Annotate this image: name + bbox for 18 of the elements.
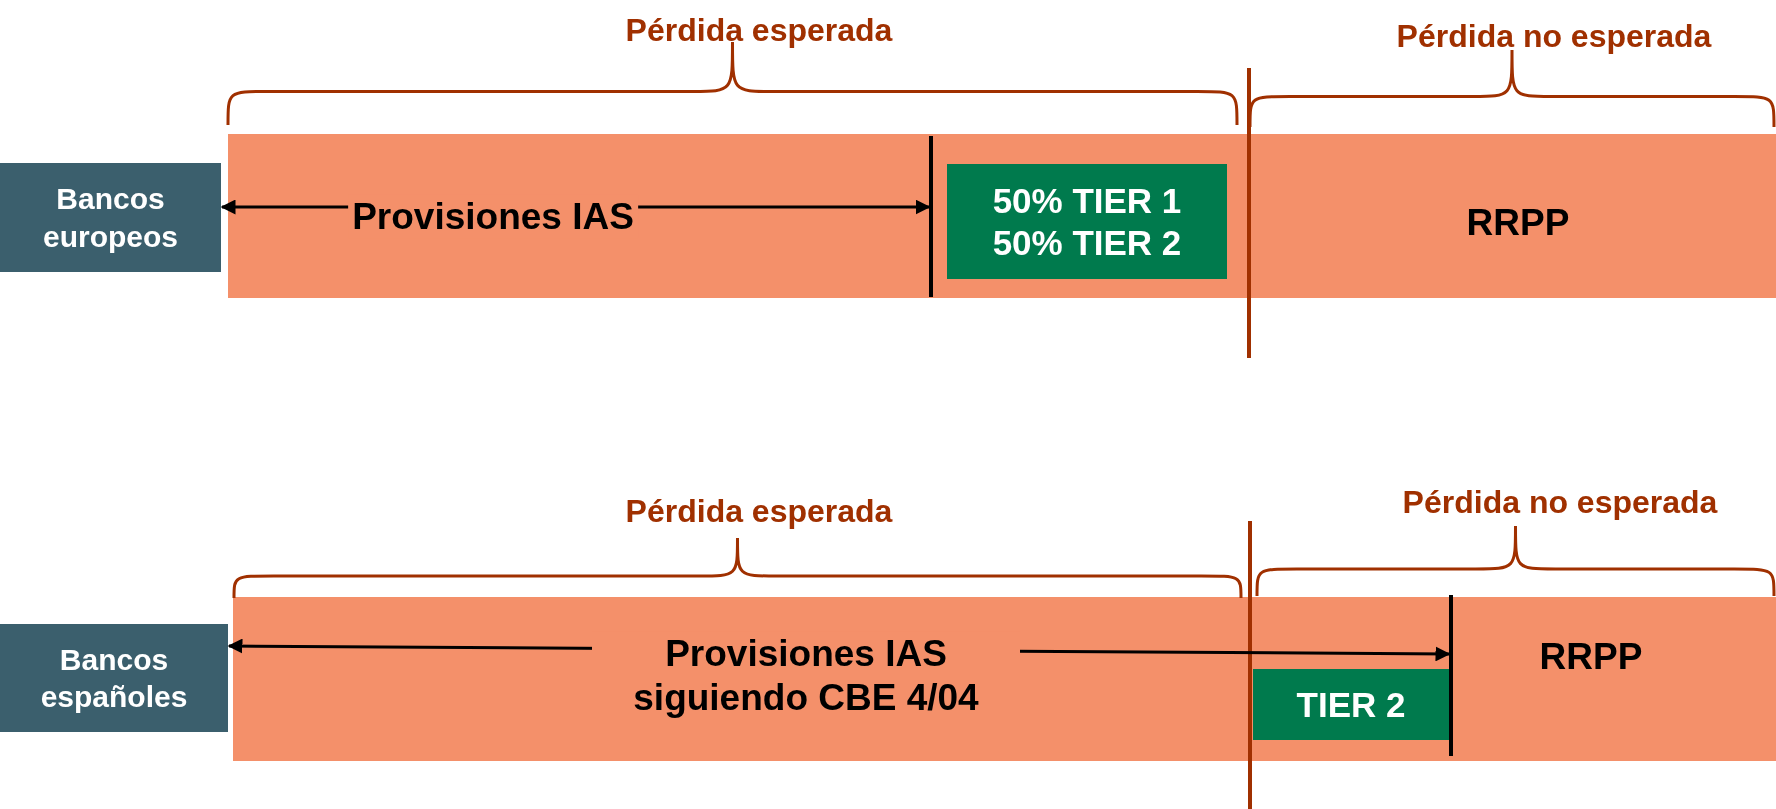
loss-bar (233, 597, 1776, 761)
brace-label: Pérdida no esperada (1402, 483, 1718, 521)
tier-box (947, 164, 1227, 279)
arrow (220, 199, 931, 215)
tier-box (1253, 669, 1449, 740)
brace-label: Pérdida esperada (625, 11, 893, 49)
brace-label: Pérdida no esperada (1396, 17, 1712, 55)
loss-bar (228, 134, 1776, 298)
brace-label: Pérdida esperada (625, 492, 893, 530)
tier-text: 50% TIER 1 (992, 179, 1182, 222)
bar-text: RRPP (1539, 634, 1643, 679)
category-label: Bancos españoles (0, 624, 228, 732)
tier-text: TIER 2 (1296, 683, 1406, 726)
bar-text: RRPP (1466, 200, 1570, 245)
divider-bar (929, 136, 933, 297)
tier-text: 50% TIER 2 (992, 221, 1182, 264)
divider-bar (1449, 595, 1453, 756)
category-label: Bancos europeos (0, 163, 221, 272)
